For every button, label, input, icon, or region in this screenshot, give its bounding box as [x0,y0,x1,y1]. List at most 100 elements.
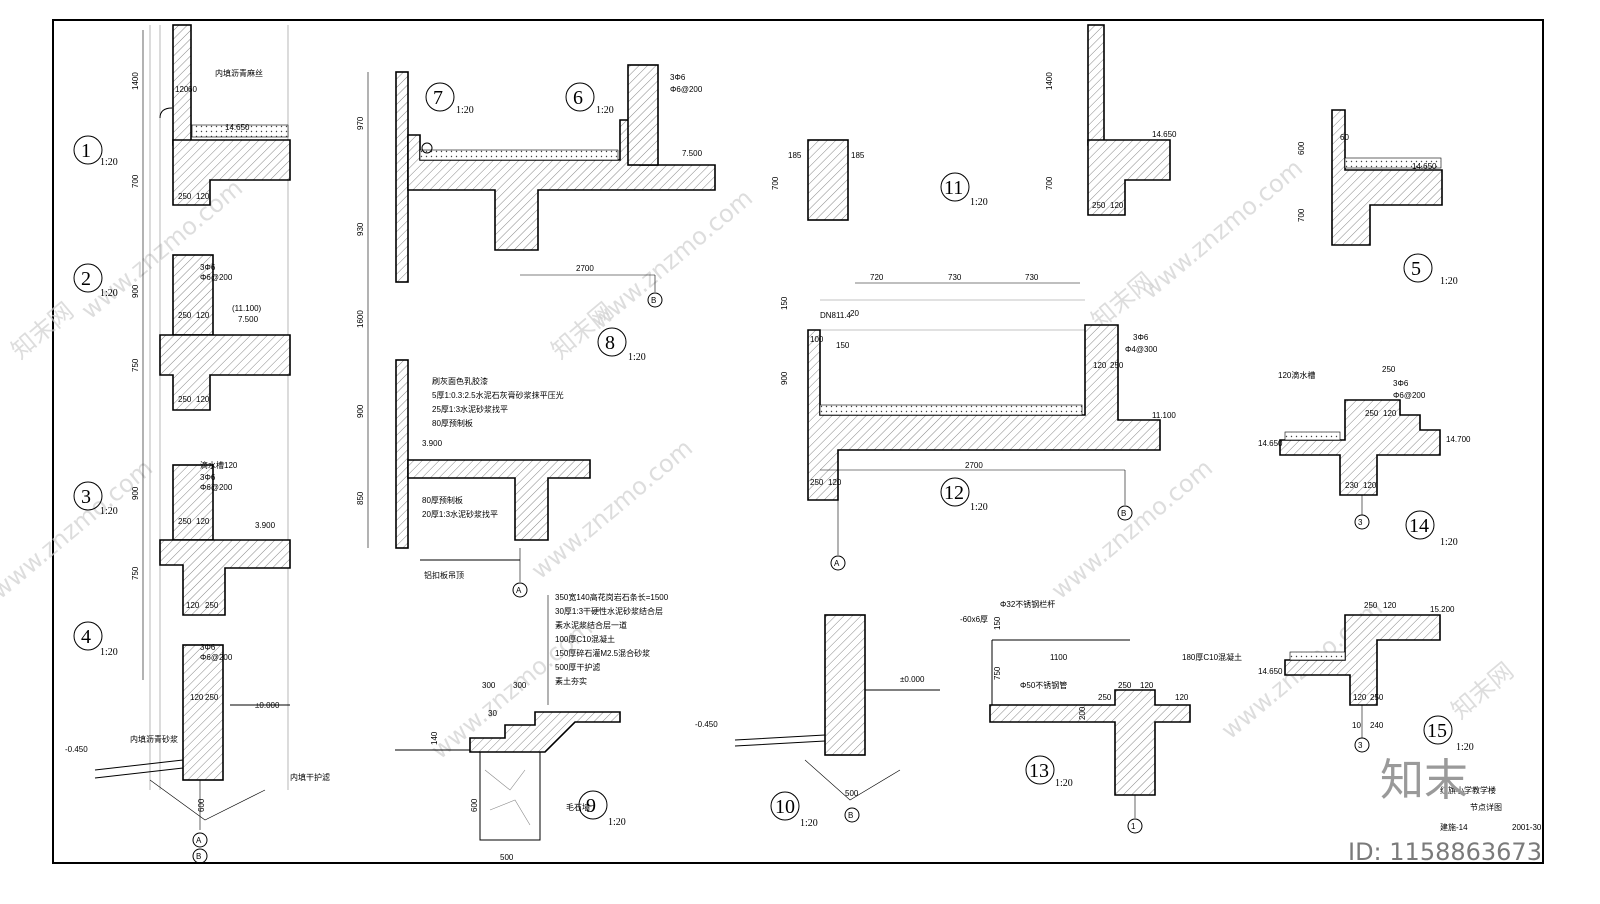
note-step-3: 素水泥浆结合层一道 [555,620,627,630]
note-drip-14: 120滴水槽 [1278,370,1315,380]
note-pipe: DN811.4 [820,311,852,320]
detail-14: 120滴水槽 3Φ6 Φ6@200 250 250 120 14.650 14.… [1258,365,1471,548]
dim-1600: 1600 [356,310,365,328]
elev-14650: 14.650 [1152,130,1177,139]
dim-60: 60 [1340,133,1349,142]
dim-120: 120 [1140,681,1154,690]
detail-9-steps: 350宽140高花岗岩石条长=1500 30厚1:3干硬性水泥砂浆结合层 素水泥… [395,592,669,862]
dim-720: 720 [870,273,884,282]
note-step-1: 350宽140高花岗岩石条长=1500 [555,592,669,602]
dim-750: 750 [131,566,140,580]
dim-120: 120 [1110,201,1124,210]
note-step-2: 30厚1:3干硬性水泥砂浆结合层 [555,606,663,616]
dim-250: 250 [1382,365,1396,374]
detail-1-scale: 1:20 [100,157,118,168]
note-floor-b2: 20厚1:3水泥砂浆找平 [422,509,498,519]
dim-730: 730 [948,273,962,282]
dim-120: 120 [175,85,189,94]
dim-240: 240 [1370,721,1384,730]
dim-300: 300 [513,681,527,690]
axis-b: B [196,852,201,861]
note-drip: 滴水槽120 [200,460,238,470]
dim-500: 500 [845,789,859,798]
dim-730: 730 [1025,273,1039,282]
dim-250: 250 [178,311,192,320]
note-inner-asphalt: 内填沥青麻丝 [215,68,263,78]
brand-logo: 知末 [1380,755,1468,806]
dim-120: 120 [1175,693,1189,702]
elev-3900: 3.900 [255,521,276,530]
dim-120: 120 [1363,481,1377,490]
dim-750: 750 [131,358,140,372]
dim-120: 120 [196,395,210,404]
dim-250: 250 [178,517,192,526]
note-asphalt-sand: 内填沥青砂浆 [130,734,178,744]
watermark-site: www.znzmo.com [526,434,698,585]
detail-5-scale: 1:20 [1440,276,1458,287]
sheet-border [52,19,1544,864]
dim-900: 900 [780,371,789,385]
dim-10: 10 [1352,721,1361,730]
sheet-date: 2001-30 [1512,823,1542,832]
note-step-5: 150厚碎石灌M2.5混合砂浆 [555,648,650,658]
watermark-site: www.znzmo.com [76,174,248,325]
dim-300: 300 [482,681,496,690]
detail-14-scale: 1:20 [1440,537,1458,548]
dim-930: 930 [356,222,365,236]
dim-900: 900 [131,284,140,298]
watermark-brand: 知末网 [6,297,79,365]
note-step-4: 100厚C10混凝土 [555,634,615,644]
dim-140: 140 [430,731,439,745]
detail-2-number: 2 [81,268,91,290]
note-3d6: 3Φ6 [200,263,216,272]
dim-60: 60 [188,85,197,94]
detail-6-scale: 1:20 [596,105,614,116]
note-step-7: 素土夯实 [555,676,587,686]
elev-m0450: -0.450 [695,720,718,729]
axis-a: A [196,836,202,845]
dim-700: 700 [771,176,780,190]
note-floor-a1: 刷灰面色乳胶漆 [432,376,488,386]
elev-0000: ±0.000 [900,675,925,684]
dim-250: 250 [1370,693,1384,702]
detail-8-scale: 1:20 [628,352,646,363]
detail-6-7-8: 970 930 1600 900 850 7 1:20 6 1:20 8 1:2… [356,64,716,598]
detail-7-number: 7 [433,87,443,109]
axis-b: B [1121,509,1126,518]
dim-250: 250 [178,192,192,201]
note-slab-180: 180厚C10混凝土 [1182,652,1242,662]
dim-120: 120 [1353,693,1367,702]
note-step-6: 500厚干护滤 [555,662,600,672]
note-stirrup: Φ6@200 [200,483,233,492]
dim-900: 900 [131,486,140,500]
note-rail-50: Φ50不锈钢管 [1020,680,1067,690]
detail-11-number: 11 [944,177,963,199]
watermark-site: www.znzmo.com [586,184,758,335]
axis-b: B [848,811,853,820]
detail-4-number: 4 [81,626,91,648]
elev-0000: ±0.000 [255,701,280,710]
dim-2700: 2700 [576,264,594,273]
dim-250: 250 [1364,601,1378,610]
note-ceiling: 铝扣板吊顶 [424,570,464,580]
dim-100: 100 [810,335,824,344]
project-name: 红旗小学教学楼 [1440,785,1496,795]
dim-600: 600 [197,798,206,812]
detail-11-12: 185 185 700 14.650 1400 700 250 120 11 1… [771,24,1177,571]
dim-700: 700 [131,174,140,188]
watermark-site: www.znzmo.com [0,454,158,605]
note-stirrup2: Φ4@300 [1125,345,1158,354]
detail-9-number: 9 [586,795,596,817]
drawing-title: 节点详图 [1470,802,1502,812]
dim-185: 185 [851,151,865,160]
dim-250: 250 [205,693,219,702]
elev-14650: 14.650 [225,123,250,132]
detail-11-scale: 1:20 [970,197,988,208]
watermark-brand: 知末网 [1446,657,1519,725]
detail-14-number: 14 [1409,515,1429,537]
note-stirrup: Φ6@200 [670,85,703,94]
dim-150: 150 [993,616,1002,630]
axis-3: 3 [1358,518,1363,527]
dim-120: 120 [196,311,210,320]
note-3d6: 3Φ6 [670,73,686,82]
